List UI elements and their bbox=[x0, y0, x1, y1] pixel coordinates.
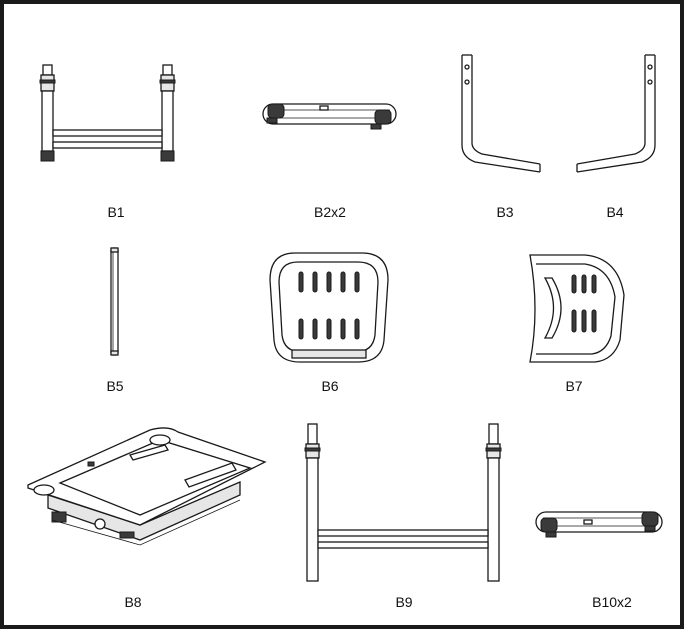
part-b8-illustration bbox=[27, 427, 267, 546]
part-label-b9: B9 bbox=[395, 594, 413, 610]
part-label-b1: B1 bbox=[107, 204, 125, 220]
part-b2-illustration bbox=[262, 103, 397, 130]
part-label-b4: B4 bbox=[606, 204, 624, 220]
part-b6-illustration bbox=[269, 252, 389, 363]
part-b9-illustration bbox=[304, 423, 502, 582]
part-b4-illustration bbox=[576, 54, 656, 173]
part-b5-illustration bbox=[110, 247, 119, 356]
part-label-b8: B8 bbox=[124, 594, 142, 610]
part-label-b2: B2x2 bbox=[314, 204, 346, 220]
part-b3-illustration bbox=[461, 54, 541, 173]
part-label-b5: B5 bbox=[106, 378, 124, 394]
part-label-b6: B6 bbox=[321, 378, 339, 394]
part-b1-illustration bbox=[39, 64, 176, 162]
part-label-b10: B10x2 bbox=[592, 594, 632, 610]
part-label-b3: B3 bbox=[496, 204, 514, 220]
part-label-b7: B7 bbox=[565, 378, 583, 394]
part-b10-illustration bbox=[535, 511, 663, 538]
part-b7-illustration bbox=[529, 254, 625, 363]
